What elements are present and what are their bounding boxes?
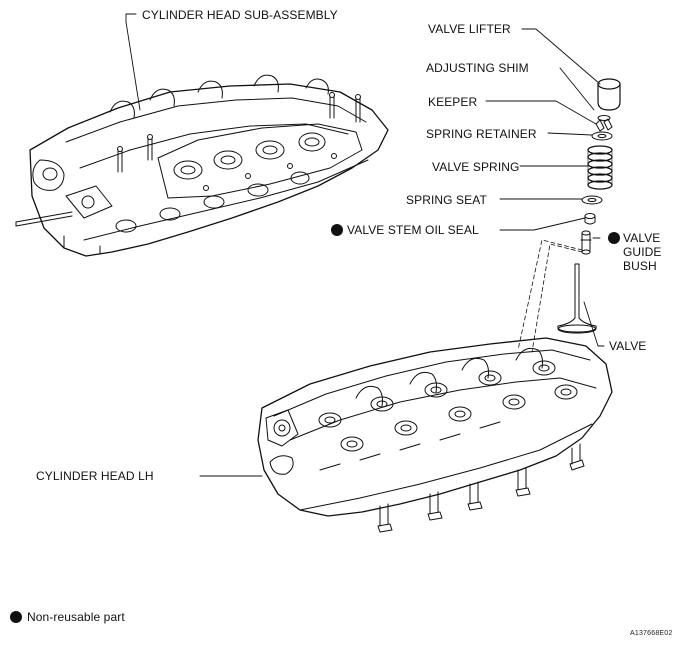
label-valve-spring: VALVE SPRING [432,160,520,174]
label-valve-stem-oil-seal: VALVE STEM OIL SEAL [347,223,479,237]
cylinder-head-sub-assembly-drawing [15,74,389,257]
label-cylinder-head-sub-assembly: CYLINDER HEAD SUB-ASSEMBLY [142,8,338,22]
non-reusable-marker-oil-seal [331,224,343,236]
legend-marker [10,611,22,623]
label-cylinder-head-lh: CYLINDER HEAD LH [36,469,154,483]
valve-lifter-drawing [597,78,621,111]
label-spring-seat: SPRING SEAT [406,193,487,207]
valve-spring-drawing [587,145,613,190]
cylinder-head-lh-drawing [257,337,613,533]
legend-non-reusable-part: Non-reusable part [27,610,125,624]
valve-guide-bush-drawing [580,230,592,255]
non-reusable-marker-guide-bush [608,232,620,244]
label-valve: VALVE [609,339,647,353]
label-adjusting-shim: ADJUSTING SHIM [426,61,529,75]
adjusting-shim-drawing [597,115,611,121]
assembly-guide-lines [517,239,583,353]
figure-code: A137668E02 [630,630,673,637]
spring-retainer-drawing [591,131,613,141]
spring-seat-drawing [581,195,603,205]
valve-drawing [557,263,597,334]
label-keeper: KEEPER [428,95,478,109]
leader-lines [125,13,605,477]
label-spring-retainer: SPRING RETAINER [426,127,537,141]
keeper-drawing [595,118,613,132]
label-valve-lifter: VALVE LIFTER [428,22,511,36]
valve-stem-oil-seal-drawing [584,213,596,225]
label-valve-guide-bush: VALVE GUIDE BUSH [623,231,662,273]
